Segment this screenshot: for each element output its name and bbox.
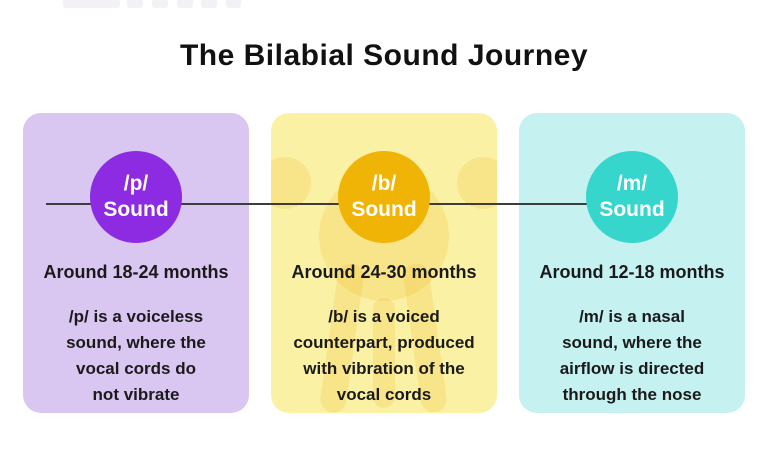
toolbar-artifact-block	[127, 0, 143, 8]
m-sound-age-range: Around 12-18 months	[539, 262, 725, 282]
toolbar-artifact-block	[63, 0, 120, 8]
page-title: The Bilabial Sound Journey	[179, 39, 589, 72]
b-sound-description: /b/ is a voiced counterpart, produced wi…	[293, 307, 475, 404]
m-sound-circle-badge: /m/ Sound	[586, 151, 678, 243]
watermark-figure-head-right	[457, 157, 497, 209]
b-sound-circle-word: Sound	[351, 198, 417, 221]
m-sound-description: /m/ is a nasal sound, where the airflow …	[559, 307, 705, 404]
toolbar-artifact-block	[226, 0, 241, 8]
timeline-connector-line	[46, 203, 592, 205]
cropped-toolbar-artifact	[0, 0, 768, 8]
p-sound-circle-badge: /p/ Sound	[90, 151, 182, 243]
b-sound-symbol: /b/	[371, 172, 397, 195]
p-sound-circle-word: Sound	[103, 198, 169, 221]
sound-cards-row: /p/ Sound Around 18-24 months /p/ is a v…	[23, 113, 745, 413]
m-sound-circle-word: Sound	[599, 198, 665, 221]
b-sound-age-range: Around 24-30 months	[291, 262, 477, 282]
toolbar-artifact-block	[152, 0, 168, 8]
m-sound-symbol: /m/	[616, 172, 648, 195]
p-sound-age-range: Around 18-24 months	[43, 262, 229, 282]
p-sound-description: /p/ is a voiceless sound, where the voca…	[66, 307, 206, 404]
b-sound-circle-badge: /b/ Sound	[338, 151, 430, 243]
p-sound-symbol: /p/	[123, 172, 149, 195]
toolbar-artifact-block	[201, 0, 217, 8]
watermark-figure-limb	[373, 298, 395, 408]
card-b-sound: /b/ Sound Around 24-30 months /b/ is a v…	[271, 113, 497, 413]
toolbar-artifact-block	[177, 0, 193, 8]
watermark-figure-head-left	[271, 157, 311, 209]
card-m-sound: /m/ Sound Around 12-18 months /m/ is a n…	[519, 113, 745, 413]
card-p-sound: /p/ Sound Around 18-24 months /p/ is a v…	[23, 113, 249, 413]
